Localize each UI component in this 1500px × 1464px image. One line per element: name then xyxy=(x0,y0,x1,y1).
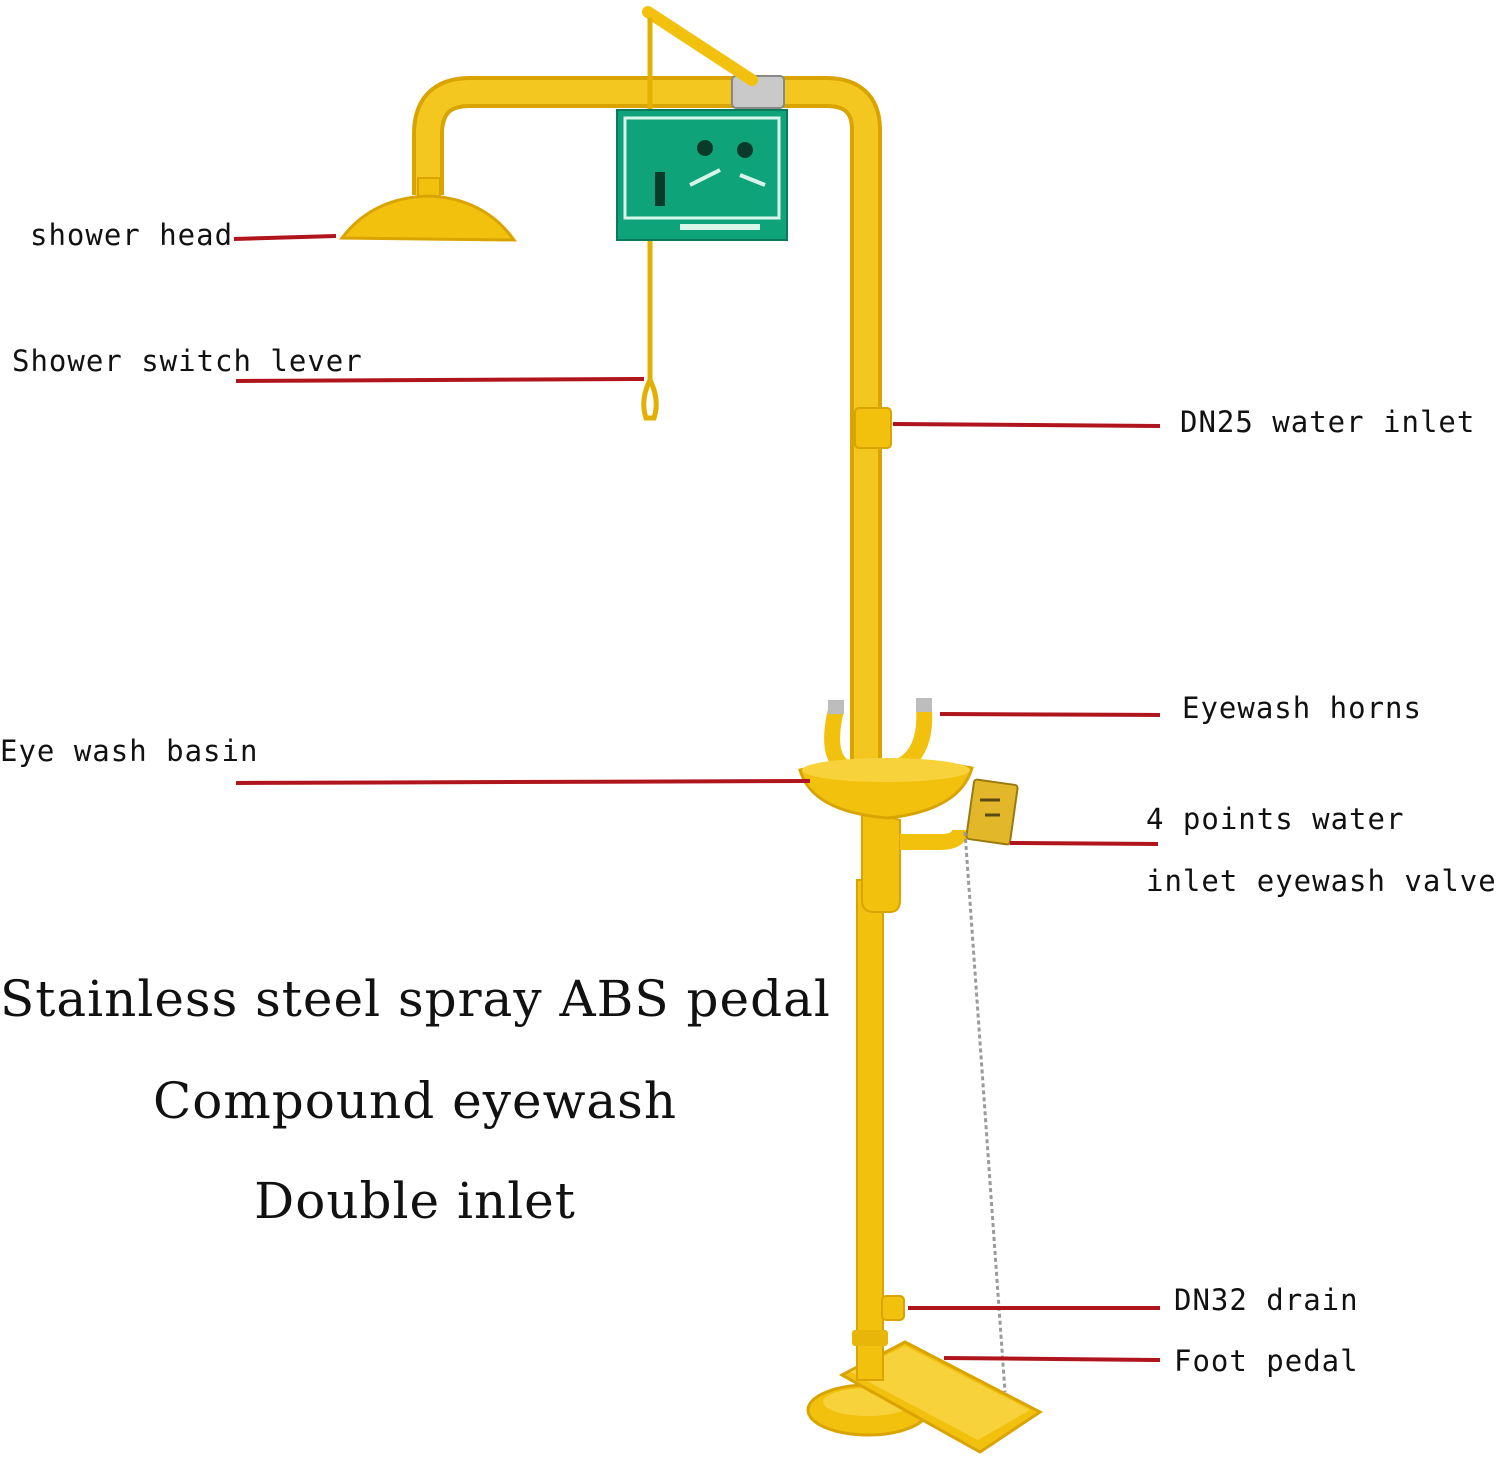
label-shower-head: shower head xyxy=(30,218,234,252)
shower-valve xyxy=(731,75,785,109)
label-dn25-water-inlet: DN25 water inlet xyxy=(1180,405,1476,439)
label-foot-pedal: Foot pedal xyxy=(1174,1344,1359,1378)
leader-dn25-water-inlet xyxy=(892,422,1161,428)
pipe-coupling-lower xyxy=(852,1330,888,1346)
right-nozzle xyxy=(916,698,932,712)
shower-head-dish xyxy=(339,194,517,242)
foot-pedal-top xyxy=(850,1346,1030,1440)
drain-fitting xyxy=(881,1295,905,1321)
valve-tag-icon xyxy=(965,778,1019,846)
label-eye-wash-basin: Eye wash basin xyxy=(0,734,259,768)
valve-lever-arm xyxy=(642,6,758,86)
pedal-chain xyxy=(963,831,1007,1393)
pull-handle xyxy=(641,378,659,421)
label-eyewash-horns: Eyewash horns xyxy=(1182,691,1422,725)
lower-pipe xyxy=(856,879,884,1381)
label-valve-line2: inlet eyewash valve xyxy=(1146,864,1497,898)
eyewash-inlet-arm xyxy=(900,829,968,850)
leader-shower-switch-lever xyxy=(235,377,645,383)
leader-foot-pedal xyxy=(943,1356,1161,1362)
basin-rim xyxy=(802,758,970,782)
left-nozzle xyxy=(828,700,844,714)
leader-eyewash-horns xyxy=(939,712,1161,717)
upper-coupling xyxy=(854,407,892,449)
basin-stem xyxy=(861,808,901,913)
safety-sign-icon xyxy=(616,109,788,241)
leader-lines xyxy=(233,234,1161,1362)
caption-line2: Compound eyewash xyxy=(152,1072,678,1130)
leader-shower-head xyxy=(233,234,337,241)
label-shower-switch-lever: Shower switch lever xyxy=(12,344,363,378)
leader-eye-wash-basin xyxy=(235,779,811,785)
caption-line3: Double inlet xyxy=(254,1172,576,1230)
caption-line1: Stainless steel spray ABS pedal xyxy=(0,970,831,1028)
leader-eyewash-valve xyxy=(1009,841,1159,846)
label-dn32-drain: DN32 drain xyxy=(1174,1283,1359,1317)
label-valve-line1: 4 points water xyxy=(1146,802,1405,836)
